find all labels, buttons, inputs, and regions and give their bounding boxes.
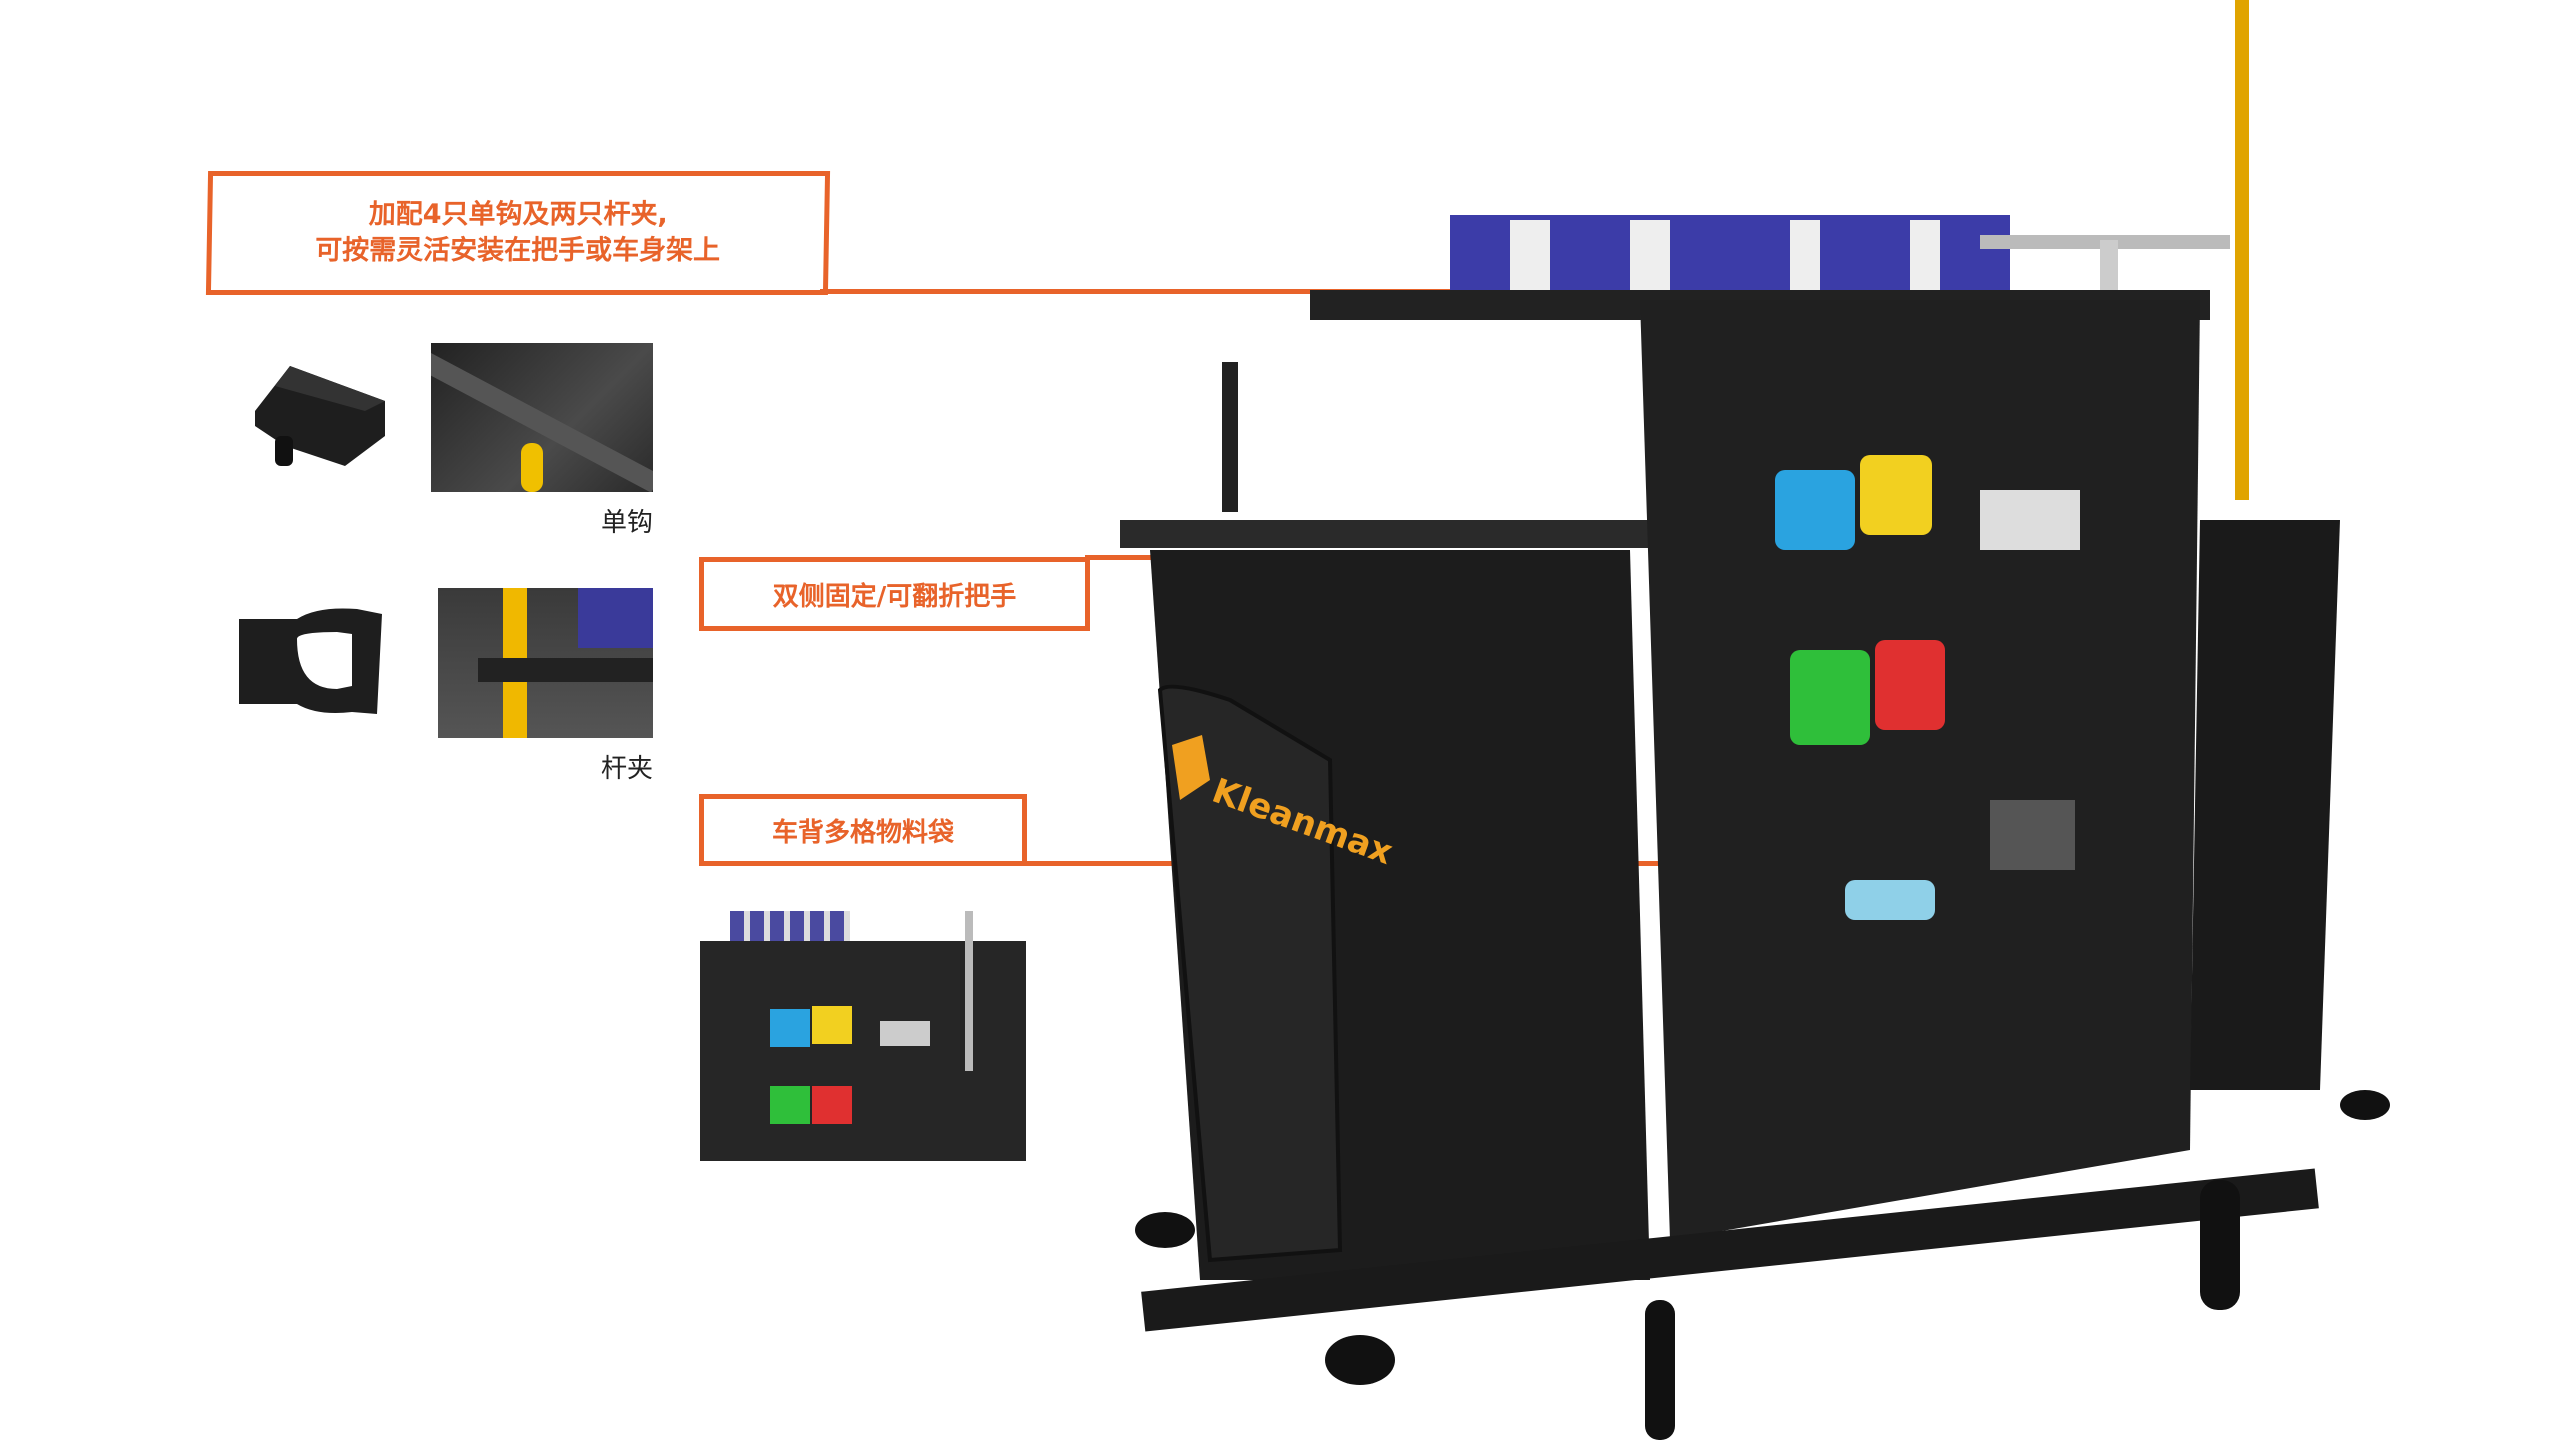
clamp-label: 杆夹 [600, 754, 653, 784]
handle-bar [1120, 520, 1680, 548]
side-zip-pocket [1157, 684, 1343, 1263]
hook-label: 单钩 [600, 508, 653, 538]
wheels [1135, 1090, 2390, 1440]
right-bag [2190, 520, 2340, 1090]
callout-accessories-leader [820, 289, 1760, 294]
tissue-boxes [1450, 215, 2010, 290]
callout-accessories-line1: 加配4只单钩及两只杆夹, [368, 199, 669, 230]
center-back-panel [1640, 300, 2200, 1240]
cart-base [1141, 1168, 2319, 1332]
housekeeping-cart-image: Kleanmax [1120, 0, 2390, 1440]
callout-back-pouch-text: 车背多格物料袋 [771, 817, 954, 848]
clamp-installed-photo [438, 588, 653, 738]
clamp-product-image [239, 608, 382, 714]
left-handle-post [1222, 362, 1238, 512]
callout-accessories-line2: 可按需灵活安装在把手或车身架上 [314, 235, 721, 266]
back-pouch-thumbnail [700, 911, 1026, 1161]
back-pouch-cloths [1775, 455, 2080, 920]
callout-handle-text: 双侧固定/可翻折把手 [772, 581, 1017, 612]
hook-installed-photo [431, 343, 653, 492]
mop-pole [2235, 0, 2249, 500]
callout-handle: 双侧固定/可翻折把手 [699, 557, 1090, 631]
callout-accessories: 加配4只单钩及两只杆夹, 可按需灵活安装在把手或车身架上 [205, 171, 831, 295]
callout-back-pouch: 车背多格物料袋 [699, 794, 1027, 866]
hook-product-image [255, 366, 385, 466]
